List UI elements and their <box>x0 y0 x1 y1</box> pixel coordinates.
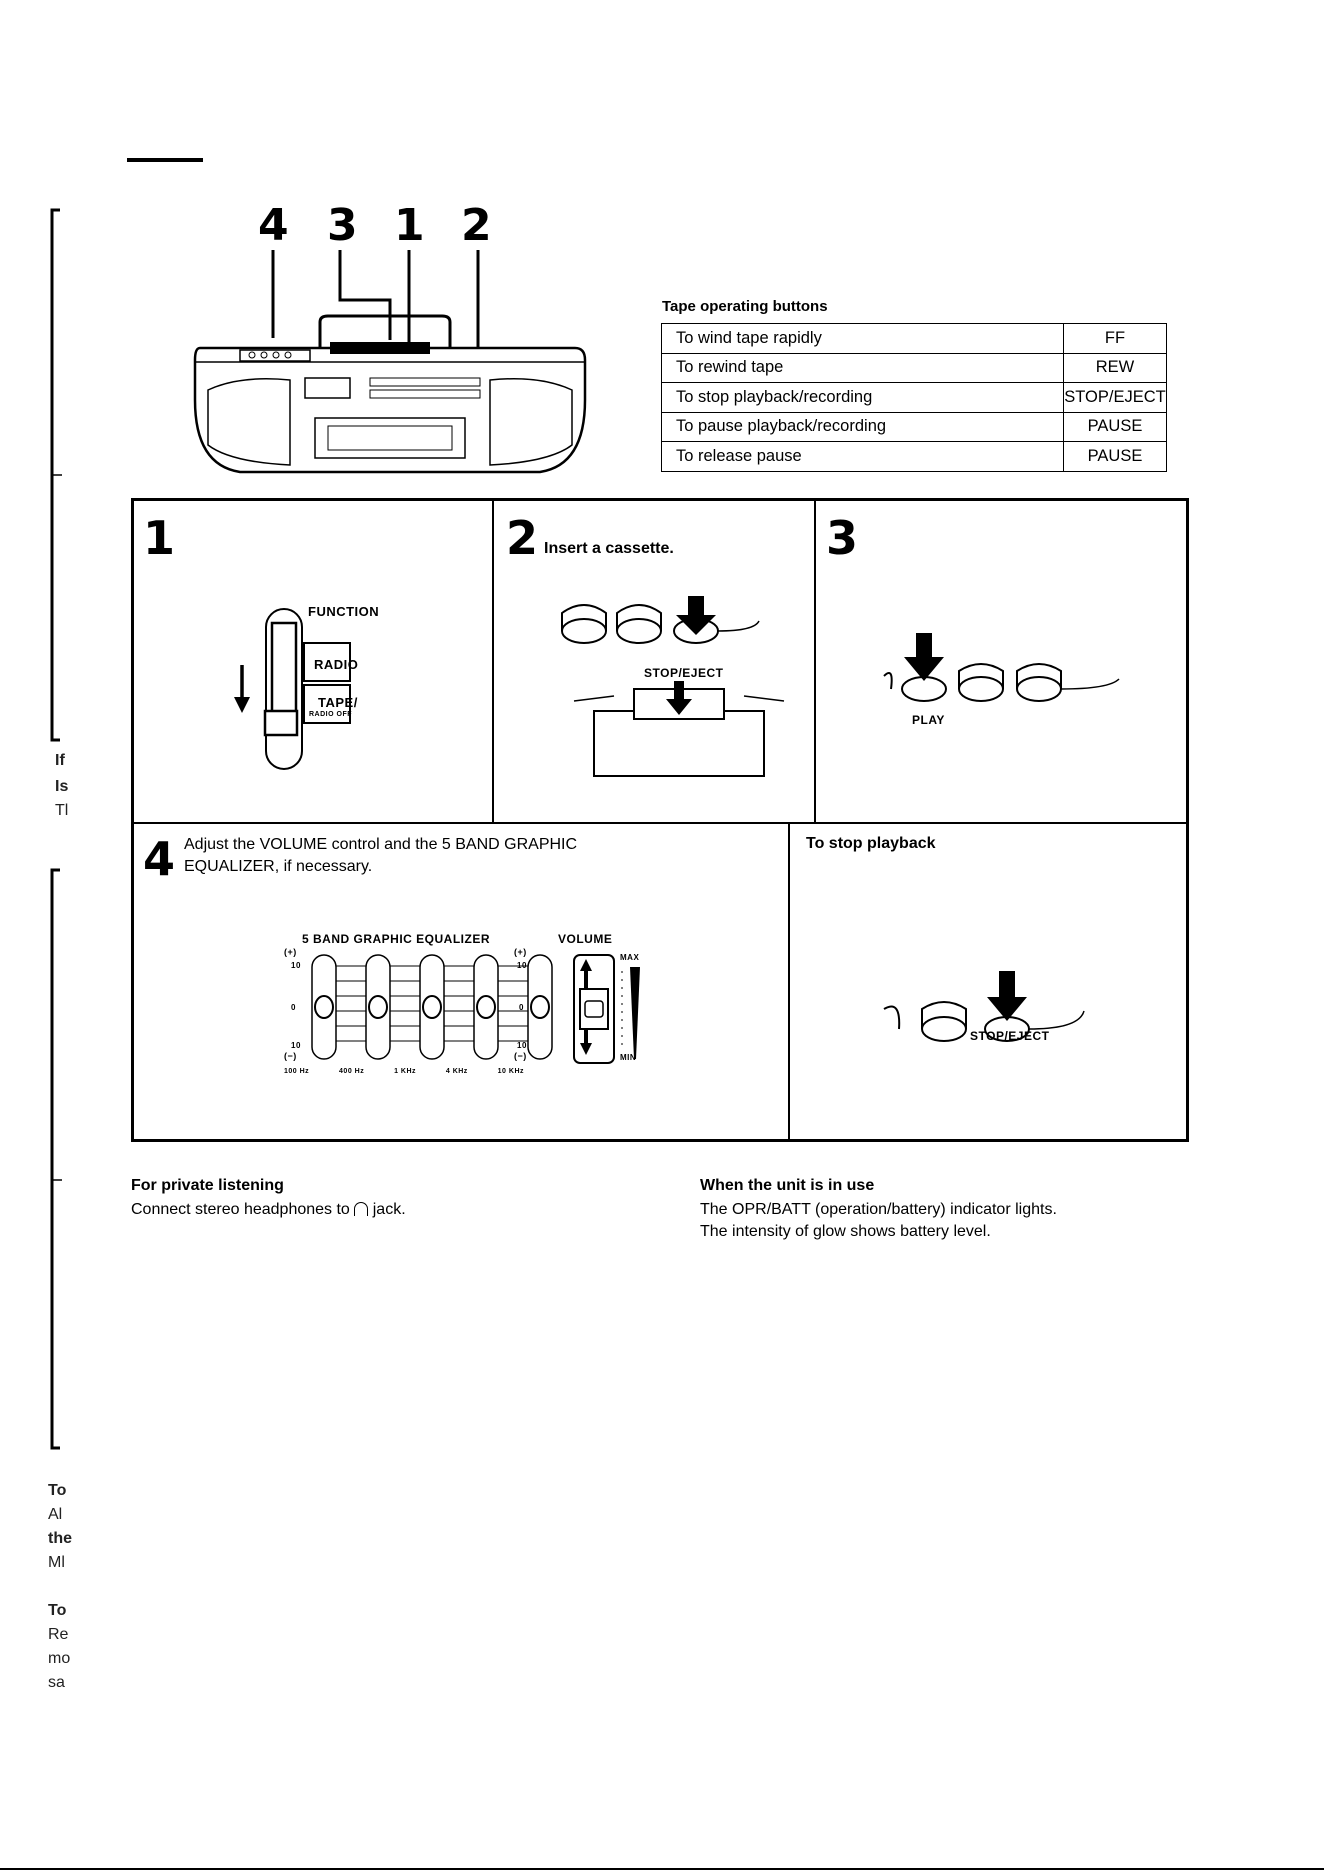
unit-in-use-line1: The OPR/BATT (operation/battery) indicat… <box>700 1201 1057 1218</box>
headphone-icon <box>354 1202 369 1216</box>
eq-minus-left: (−) <box>284 1051 297 1061</box>
steps-grid: 1 FUNCTION RADIO TAPE/ RADIO OFF 2 Inser… <box>131 498 1189 1142</box>
grid-divider <box>814 501 816 823</box>
stop-eject-label: STOP/EJECT <box>644 666 724 680</box>
eq-zero-left: 0 <box>291 1003 296 1012</box>
edge-fragment: Al <box>48 1506 63 1523</box>
eq-minus-right: (−) <box>514 1051 527 1061</box>
eq-frequency-label: 4 KHz <box>445 1068 468 1075</box>
stop-eject-label: STOP/EJECT <box>970 1029 1050 1043</box>
left-margin-bracket <box>50 208 62 1450</box>
edge-fragment: To <box>48 1602 67 1619</box>
play-label: PLAY <box>912 713 945 727</box>
private-listening-text: Connect stereo headphones to jack. <box>131 1199 406 1221</box>
page-edge-line <box>0 1868 1324 1870</box>
table-cell-button: FF <box>1063 323 1167 354</box>
play-button-illustration <box>883 633 1120 702</box>
step-number: 4 <box>143 832 176 886</box>
step-number: 1 <box>143 511 176 565</box>
tape-table-title: Tape operating buttons <box>662 298 828 315</box>
function-label: FUNCTION <box>308 604 380 619</box>
table-cell-action: To wind tape rapidly <box>661 323 1064 354</box>
boombox-illustration <box>193 250 587 474</box>
table-cell-action: To rewind tape <box>661 352 1064 383</box>
step-instruction-line2: EQUALIZER, if necessary. <box>184 858 373 875</box>
table-cell-action: To stop playback/recording <box>661 382 1064 413</box>
stop-eject-button-illustration <box>883 971 1085 1042</box>
private-listening-text-end: jack. <box>372 1201 406 1218</box>
callout-number: 3 <box>327 200 358 251</box>
unit-in-use-line2: The intensity of glow shows battery leve… <box>700 1223 991 1240</box>
equalizer-label: 5 BAND GRAPHIC EQUALIZER <box>302 932 491 946</box>
function-switch-illustration <box>234 608 351 770</box>
edge-fragment: mo <box>48 1650 71 1667</box>
eq-zero-right: 0 <box>519 1003 524 1012</box>
eq-frequency-labels: 100 Hz 400 Hz 1 KHz 4 KHz 10 KHz <box>284 1068 524 1075</box>
private-listening-text-start: Connect stereo headphones to <box>131 1201 350 1218</box>
grid-divider <box>492 501 494 823</box>
equalizer-sliders-illustration <box>311 954 592 1060</box>
header-rule <box>127 158 203 162</box>
radio-label: RADIO <box>314 657 359 672</box>
volume-label: VOLUME <box>558 932 613 946</box>
eq-ten-left: 10 <box>291 961 301 970</box>
step-instruction-line1: Adjust the VOLUME control and the 5 BAND… <box>184 836 578 853</box>
tape-label: TAPE/ <box>318 695 358 710</box>
private-listening-title: For private listening <box>131 1177 284 1194</box>
edge-fragment: Re <box>48 1626 69 1643</box>
step-instruction: Insert a cassette. <box>544 540 674 557</box>
volume-min-label: MIN <box>620 1053 637 1062</box>
eq-frequency-label: 100 Hz <box>284 1068 310 1075</box>
eq-plus-right: (+) <box>514 947 527 957</box>
grid-divider <box>134 822 1186 824</box>
edge-fragment: Is <box>55 778 69 795</box>
insert-cassette-illustration <box>561 596 785 777</box>
eq-frequency-label: 10 KHz <box>497 1068 524 1075</box>
edge-fragment: Ml <box>48 1554 65 1571</box>
table-cell-button: PAUSE <box>1063 411 1167 442</box>
eq-ten-left: 10 <box>291 1041 301 1050</box>
step-number: 3 <box>826 511 859 565</box>
callout-number: 2 <box>461 200 492 251</box>
callout-number: 1 <box>394 200 425 251</box>
eq-ten-right: 10 <box>517 1041 527 1050</box>
eq-frequency-label: 400 Hz <box>339 1068 365 1075</box>
table-cell-button: PAUSE <box>1063 441 1167 472</box>
edge-fragment: To <box>48 1482 67 1499</box>
table-cell-action: To pause playback/recording <box>661 411 1064 442</box>
unit-in-use-title: When the unit is in use <box>700 1177 875 1194</box>
edge-fragment: Tl <box>55 802 69 819</box>
table-cell-button: REW <box>1063 352 1167 383</box>
eq-frequency-label: 1 KHz <box>394 1068 417 1075</box>
edge-fragment: the <box>48 1530 72 1547</box>
edge-fragment: If <box>55 752 65 769</box>
callout-number: 4 <box>258 200 289 251</box>
volume-control-illustration <box>573 954 640 1064</box>
stop-playback-title: To stop playback <box>806 835 936 852</box>
radio-off-label: RADIO OFF <box>309 711 352 718</box>
step-number: 2 <box>506 511 539 565</box>
volume-max-label: MAX <box>620 953 640 962</box>
eq-plus-left: (+) <box>284 947 297 957</box>
edge-fragment: sa <box>48 1674 65 1691</box>
table-cell-button: STOP/EJECT <box>1063 382 1167 413</box>
grid-divider <box>788 822 790 1139</box>
table-cell-action: To release pause <box>661 441 1064 472</box>
